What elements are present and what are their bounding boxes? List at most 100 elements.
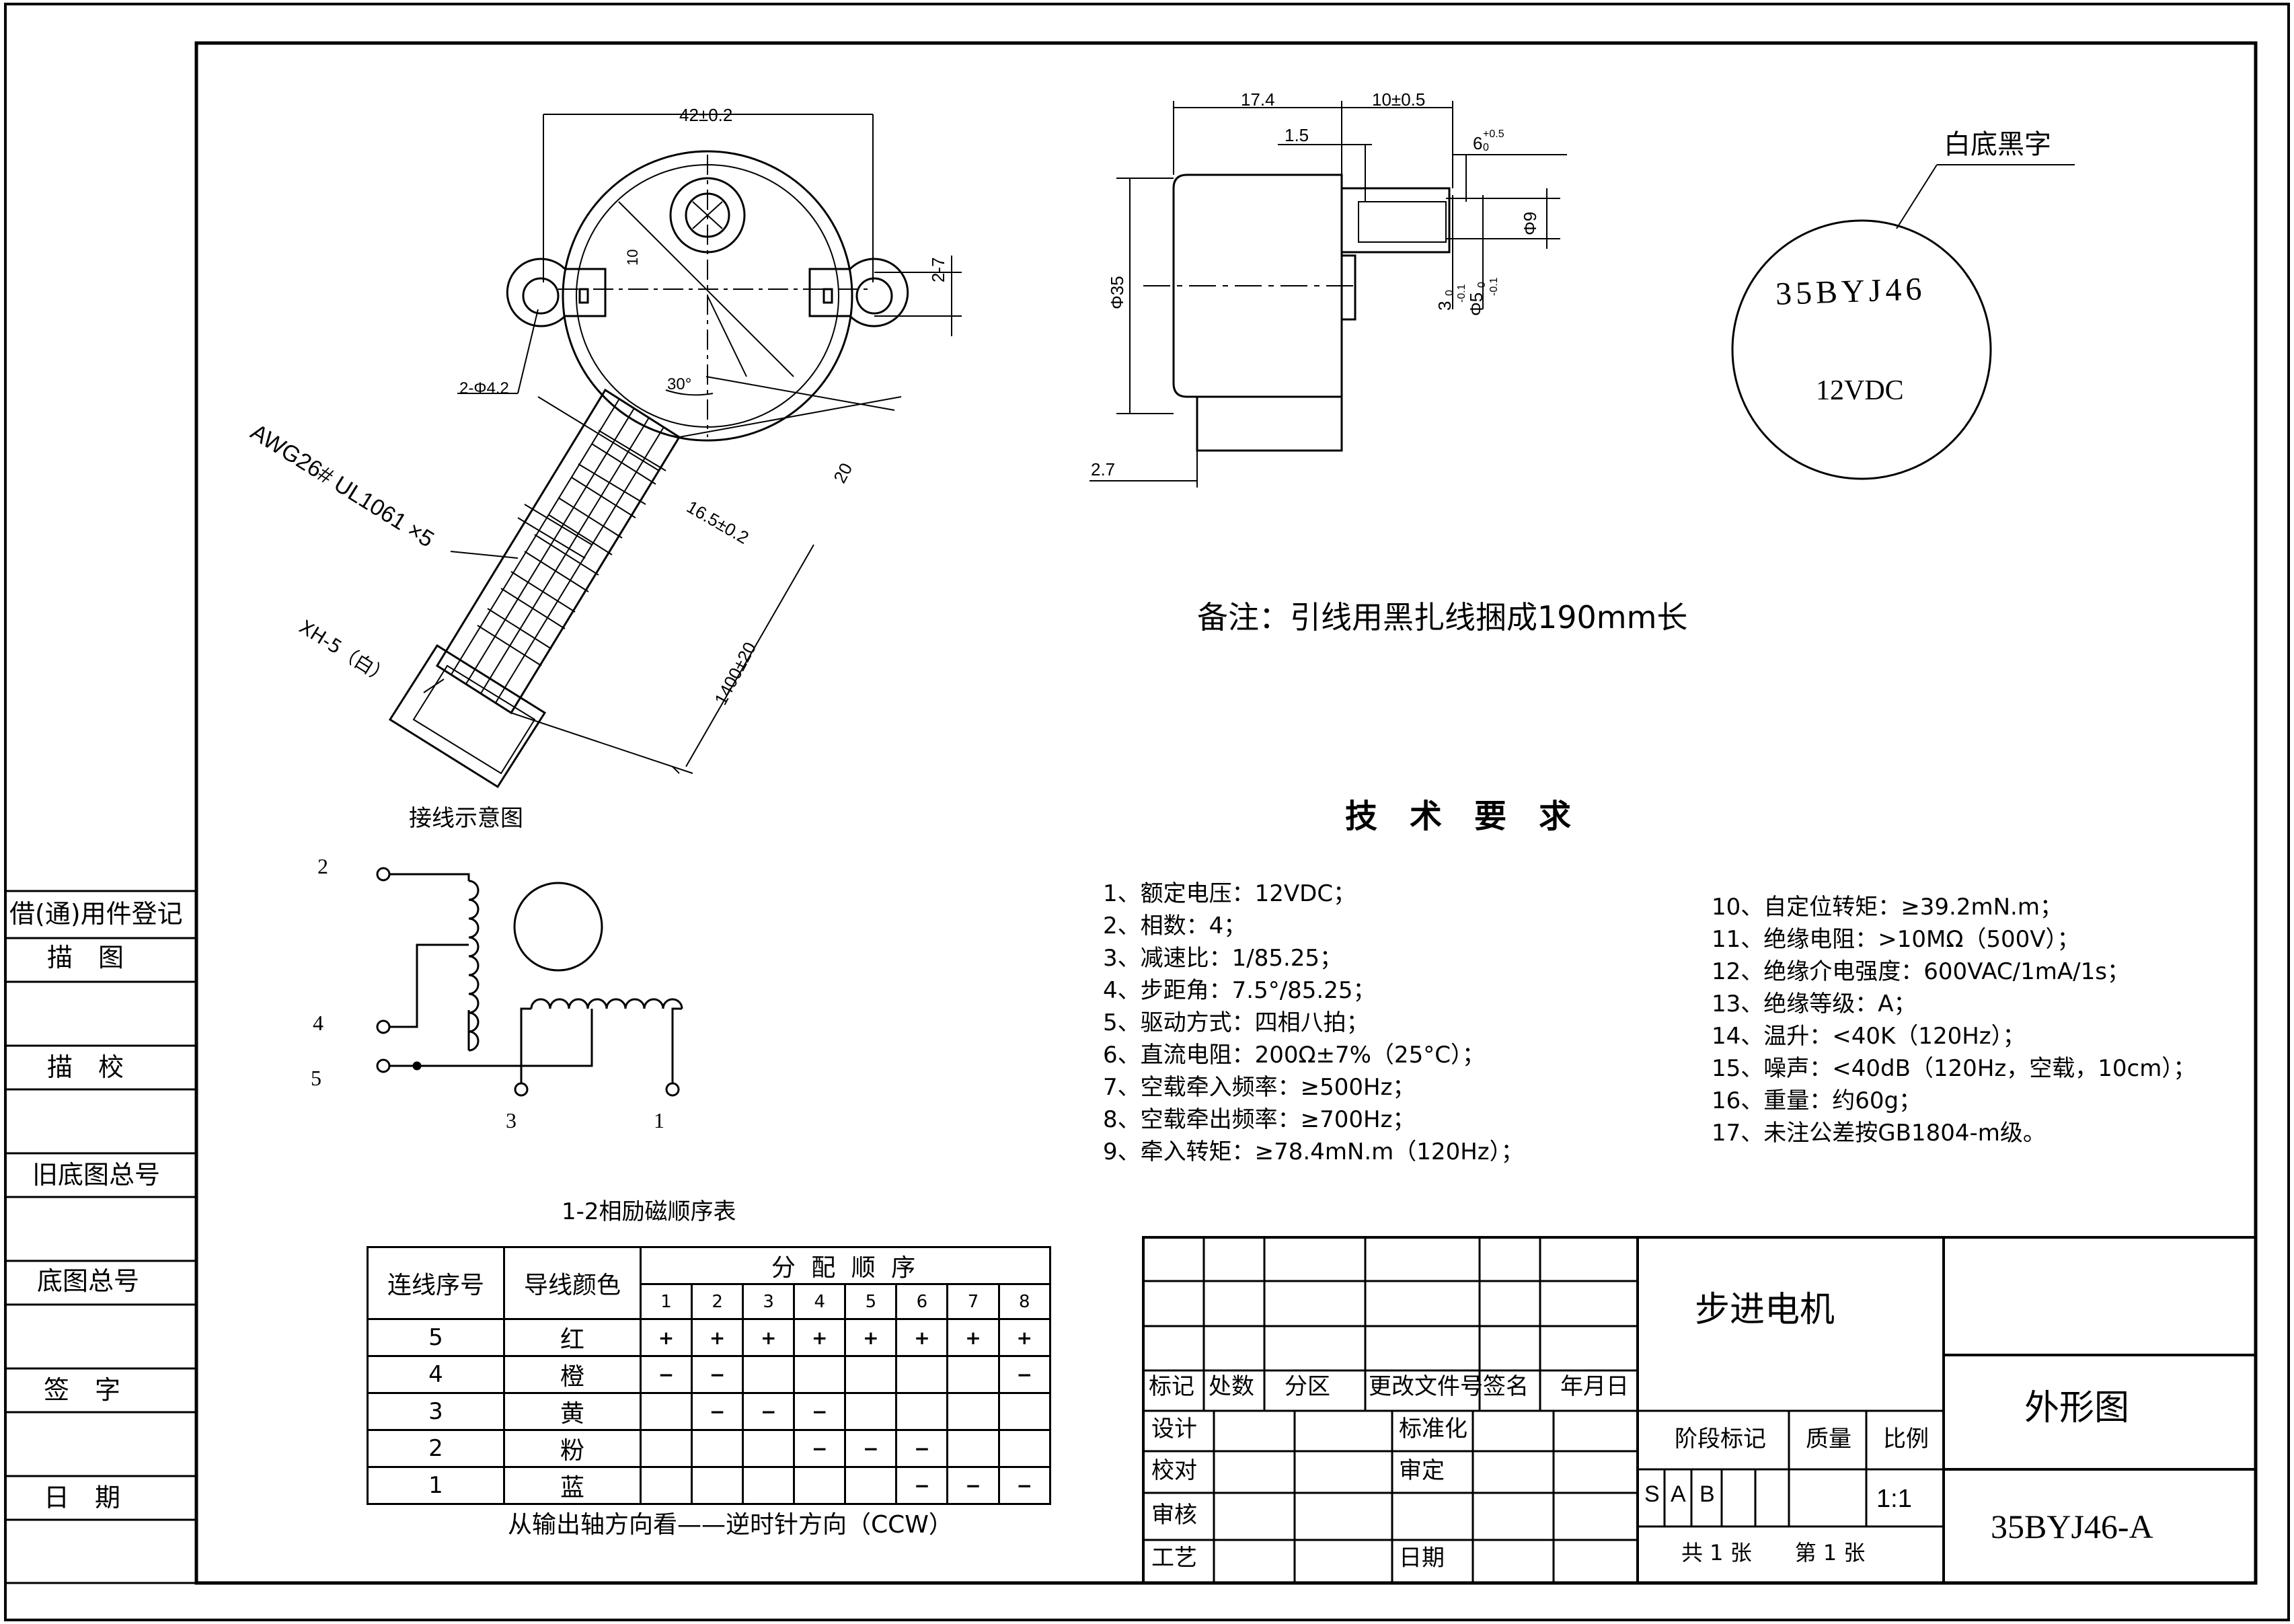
label-note: 白底黑字 <box>1944 129 2051 160</box>
seq-step-8: 8 <box>997 1283 1052 1320</box>
seq-cell: + <box>639 1318 693 1357</box>
sidebar-item-base-number: 底图总号 <box>37 1266 140 1296</box>
seq-cell <box>742 1355 796 1394</box>
dim-flat: 3 <box>1435 301 1455 311</box>
seq-step-6: 6 <box>895 1283 949 1320</box>
seq-row-color: 橙 <box>503 1355 642 1394</box>
dim-angle: 30° <box>667 375 692 393</box>
seq-cell <box>639 1392 693 1431</box>
sequence-footer: 从输出轴方向看——逆时针方向（CCW） <box>508 1511 953 1539</box>
seq-cell: − <box>844 1429 898 1468</box>
seq-row-no: 4 <box>367 1355 505 1394</box>
seq-cell <box>639 1466 693 1505</box>
seq-cell: + <box>997 1318 1052 1357</box>
sidebar-item-trace-check: 描 校 <box>47 1052 124 1082</box>
label-voltage: 12VDC <box>1816 375 1904 406</box>
seq-cell: + <box>946 1318 1000 1357</box>
terminal-5: 5 <box>311 1066 321 1090</box>
dim-side-length: 17.4 <box>1241 89 1275 110</box>
sidebar-item-trace: 描 图 <box>47 943 124 972</box>
seq-cell: − <box>895 1429 949 1468</box>
seq-step-4: 4 <box>793 1283 847 1320</box>
dim-base: 2.7 <box>1091 459 1116 479</box>
front-view <box>388 114 962 789</box>
tb-date: 日期 <box>1399 1545 1445 1572</box>
tb-process: 工艺 <box>1151 1545 1197 1572</box>
label-model: 35BYJ46 <box>1775 271 1927 312</box>
seq-cell: − <box>946 1466 1000 1505</box>
tb-stage-a: A <box>1671 1481 1686 1507</box>
dim-width: 42±0.2 <box>679 105 733 125</box>
drawing-name: 外形图 <box>2024 1388 2130 1428</box>
tb-approve: 审定 <box>1399 1457 1445 1484</box>
requirement-item: 3、减速比：1/85.25； <box>1103 945 1343 972</box>
seq-cell: − <box>895 1466 949 1505</box>
seq-cell <box>844 1355 898 1394</box>
requirement-item: 1、额定电压：12VDC； <box>1103 880 1356 907</box>
dim-body-dia: Φ35 <box>1107 276 1127 309</box>
rev-header-zone: 分区 <box>1285 1373 1330 1400</box>
seq-cell <box>639 1429 693 1468</box>
remark-note: 备注：引线用黑扎线捆成190mm长 <box>1197 599 1688 635</box>
tb-scale: 比例 <box>1883 1426 1929 1453</box>
tb-check: 校对 <box>1151 1457 1197 1484</box>
side-view <box>1089 101 1567 488</box>
requirement-item: 9、牵入转矩：≥78.4mN.m（120Hz）； <box>1103 1138 1524 1165</box>
seq-step-3: 3 <box>742 1283 796 1320</box>
seq-cell: + <box>742 1318 796 1357</box>
rev-header-sign: 签名 <box>1483 1373 1529 1400</box>
dim-flat-tol: 0 <box>1444 290 1455 296</box>
dim-shaft-tip-tol: 0 <box>1476 282 1488 288</box>
seq-cell: − <box>639 1355 693 1394</box>
sidebar-item-date: 日 期 <box>44 1483 121 1512</box>
seq-cell <box>997 1429 1052 1468</box>
seq-header-no: 连线序号 <box>367 1246 505 1320</box>
requirement-item: 12、绝缘介电强度：600VAC/1mA/1s； <box>1712 958 2130 985</box>
seq-cell <box>895 1355 949 1394</box>
label-circle <box>1731 219 1992 480</box>
seq-step-7: 7 <box>946 1283 1000 1320</box>
terminal-3: 3 <box>506 1108 517 1132</box>
tb-standard: 标准化 <box>1399 1416 1467 1442</box>
seq-cell: − <box>742 1392 796 1431</box>
seq-row-color: 黄 <box>503 1392 642 1431</box>
seq-step-1: 1 <box>639 1283 693 1320</box>
rev-header-mark: 标记 <box>1149 1373 1194 1400</box>
seq-cell <box>946 1355 1000 1394</box>
dim-flat-length-tol: +0.5 <box>1483 128 1504 140</box>
requirement-item: 7、空载牵入频率：≥500Hz； <box>1103 1074 1416 1101</box>
wiring-diagram <box>376 867 683 1097</box>
seq-step-5: 5 <box>844 1283 898 1320</box>
seq-cell <box>844 1392 898 1431</box>
terminal-2: 2 <box>317 854 328 878</box>
requirements-title: 技 术 要 求 <box>1345 798 1572 835</box>
title-block <box>1142 1236 2257 1584</box>
dim-flat-length-tol2: 0 <box>1483 142 1489 153</box>
rev-header-file: 更改文件号 <box>1369 1373 1483 1400</box>
rev-header-date: 年月日 <box>1560 1373 1629 1400</box>
seq-cell: + <box>895 1318 949 1357</box>
tb-review: 审核 <box>1151 1502 1197 1529</box>
seq-cell: − <box>997 1466 1052 1505</box>
tb-design: 设计 <box>1151 1416 1197 1442</box>
seq-header-steps: 分 配 顺 序 <box>640 1246 1051 1285</box>
seq-cell <box>742 1429 796 1468</box>
seq-row-color: 蓝 <box>503 1466 642 1505</box>
requirement-item: 16、重量：约60g； <box>1712 1087 1922 1114</box>
seq-cell <box>997 1392 1052 1431</box>
dim-shaft-tip-tol2: -0.1 <box>1488 277 1500 296</box>
seq-header-color: 导线颜色 <box>503 1246 642 1320</box>
seq-row-no: 5 <box>367 1318 505 1357</box>
seq-cell: − <box>691 1355 744 1394</box>
requirement-item: 17、未注公差按GB1804-m级。 <box>1712 1120 2046 1147</box>
seq-cell <box>946 1392 1000 1431</box>
sidebar-grid <box>5 890 196 1584</box>
seq-row-color: 红 <box>503 1318 642 1357</box>
sidebar-item-register: 借(通)用件登记 <box>9 899 183 929</box>
tb-scale-value: 1:1 <box>1876 1485 1912 1513</box>
dim-hole: 2-Φ4.2 <box>459 379 509 397</box>
terminal-4: 4 <box>313 1011 323 1035</box>
requirement-item: 6、直流电阻：200Ω±7%（25°C）； <box>1103 1042 1485 1069</box>
